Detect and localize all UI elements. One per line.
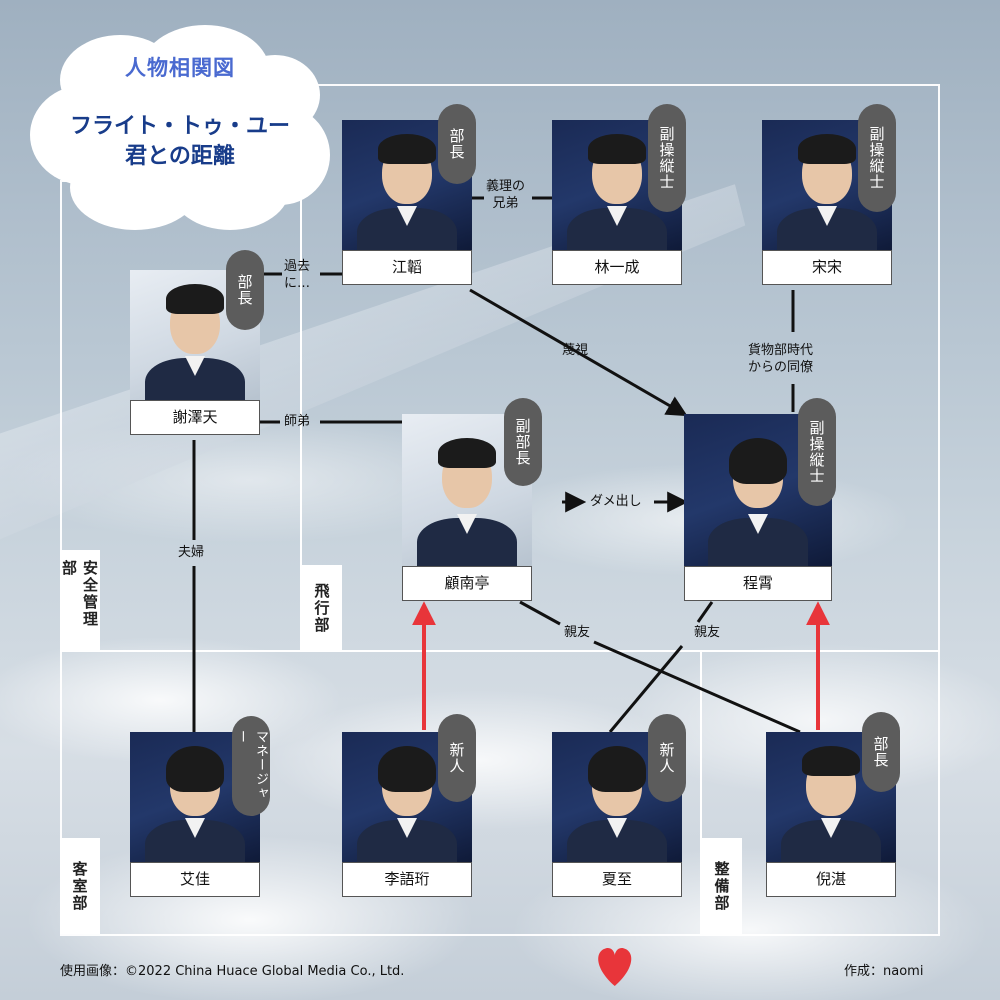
relation-colleague-line2: からの同僚 (748, 360, 814, 375)
character-card-li[interactable]: 李語珩 新人 (342, 714, 476, 897)
character-name: 謝澤天 (130, 400, 260, 435)
section-label-flight: 飛行部 (302, 565, 342, 651)
author-credit: 作成：naomi (844, 964, 924, 979)
chart-title: 人物相関図 (125, 56, 235, 80)
character-card-gu[interactable]: 顧南亭 副部長 (402, 398, 542, 601)
line-bestfriend-2 (696, 601, 714, 623)
character-name: 江韜 (342, 250, 472, 285)
relation-colleague-line1: 貨物部時代 (748, 343, 814, 358)
role-badge: マネージャー (232, 716, 270, 816)
role-badge: 副操縦士 (798, 398, 836, 506)
section-label-safety: 安全管理部 (60, 550, 100, 650)
role-badge: 部長 (226, 250, 264, 330)
character-card-jiang[interactable]: 江韜 部長 (342, 104, 476, 285)
character-name: 顧南亭 (402, 566, 532, 601)
heart-icon (598, 948, 632, 986)
line-contempt (469, 288, 688, 417)
relation-contempt: 蔑視 (562, 343, 589, 358)
character-name: 李語珩 (342, 862, 472, 897)
drama-title-line1: フライト・トゥ・ユー (69, 114, 290, 139)
character-name: 倪湛 (766, 862, 896, 897)
role-badge: 副部長 (504, 398, 542, 486)
character-name: 林一成 (552, 250, 682, 285)
relation-criticism: ダメ出し (590, 494, 642, 509)
character-card-ni[interactable]: 倪湛 部長 (766, 712, 900, 897)
relation-past-line2: に… (284, 276, 311, 291)
relation-colleague: 貨物部時代 からの同僚 (748, 342, 813, 376)
role-badge: 新人 (438, 714, 476, 802)
relation-inlaw-line1: 義理の (486, 179, 526, 194)
relation-junior: 師弟 (284, 414, 311, 429)
character-card-cheng[interactable]: 程霄 副操縦士 (684, 398, 836, 601)
character-photo (342, 120, 472, 250)
relation-couple: 夫婦 (178, 545, 205, 560)
character-card-xie[interactable]: 謝澤天 部長 (130, 250, 264, 435)
drama-title-line2: 君との距離 (125, 144, 235, 169)
line-bestfriend-1 (519, 600, 561, 626)
relation-inlaw: 義理の 兄弟 (486, 178, 525, 212)
section-label-cabin: 客室部 (60, 838, 100, 934)
character-card-lin[interactable]: 林一成 副操縦士 (552, 104, 686, 285)
title-cloud (30, 25, 330, 235)
relation-inlaw-line2: 兄弟 (492, 196, 519, 211)
character-card-ai[interactable]: 艾佳 マネージャー (130, 716, 270, 897)
character-card-xia[interactable]: 夏至 新人 (552, 714, 686, 897)
character-photo (684, 414, 832, 566)
image-credit: 使用画像：©2022 China Huace Global Media Co.,… (60, 964, 405, 979)
role-badge: 副操縦士 (648, 104, 686, 212)
relation-past: 過去 に… (284, 258, 310, 292)
section-label-maintenance: 整備部 (702, 838, 742, 934)
relation-past-line1: 過去 (284, 259, 311, 274)
relation-bestfriend-1: 親友 (564, 625, 591, 640)
character-name: 夏至 (552, 862, 682, 897)
character-name: 艾佳 (130, 862, 260, 897)
role-badge: 部長 (862, 712, 900, 792)
relation-bestfriend-2: 親友 (694, 625, 721, 640)
character-photo (402, 414, 532, 566)
character-card-song[interactable]: 宋宋 副操縦士 (762, 104, 896, 285)
role-badge: 新人 (648, 714, 686, 802)
role-badge: 部長 (438, 104, 476, 184)
character-name: 宋宋 (762, 250, 892, 285)
role-badge: 副操縦士 (858, 104, 896, 212)
character-name: 程霄 (684, 566, 832, 601)
drama-title: フライト・トゥ・ユー 君との距離 (30, 112, 330, 172)
